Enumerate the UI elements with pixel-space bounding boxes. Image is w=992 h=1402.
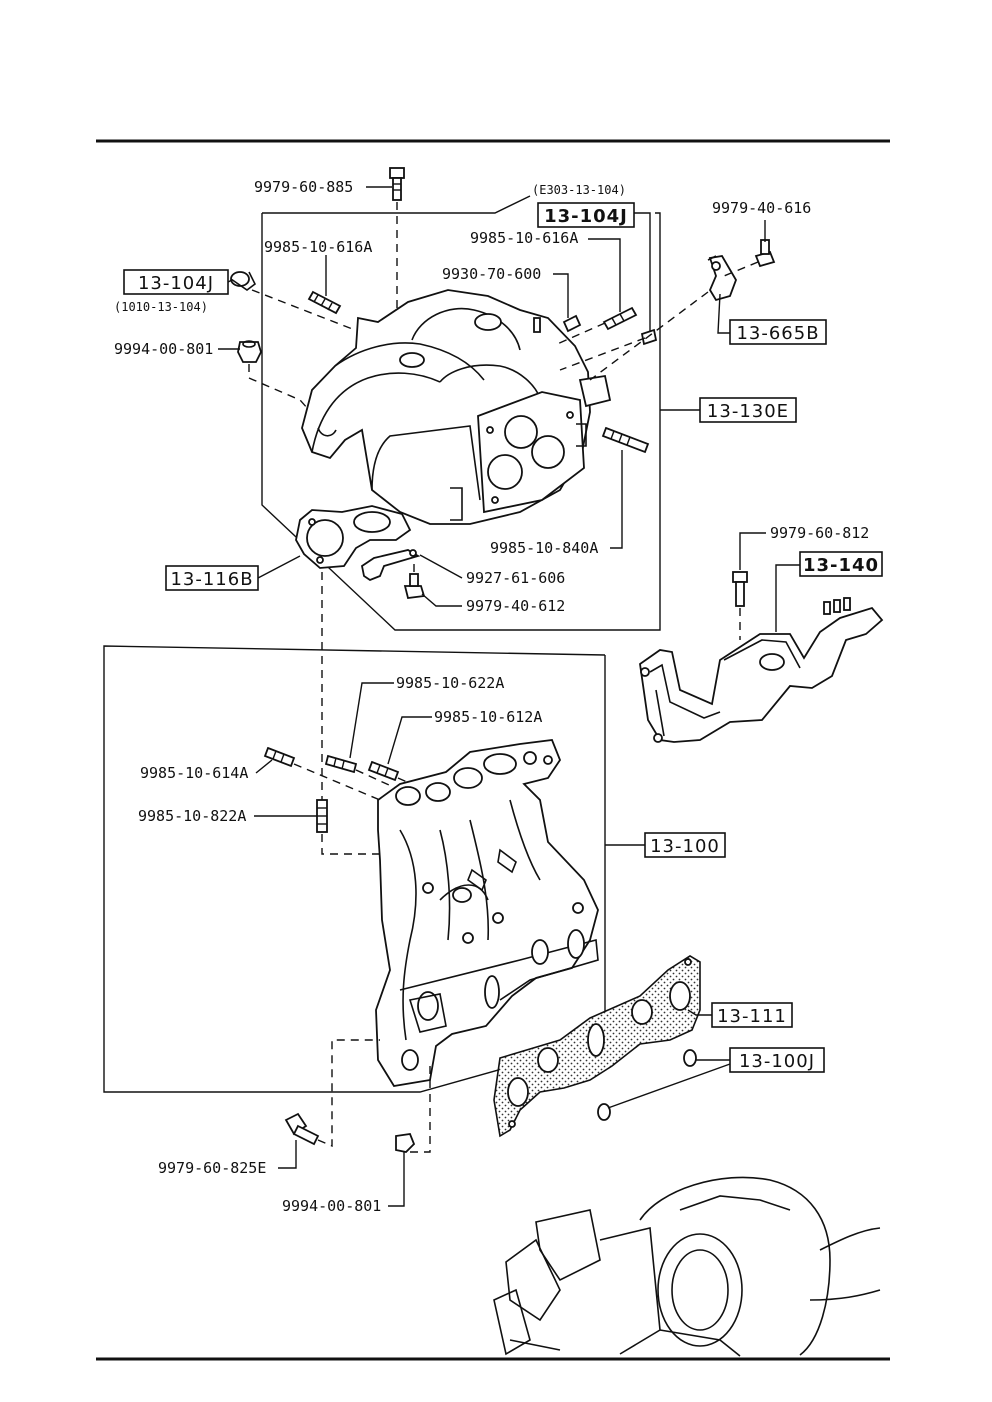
upper-group-bracket xyxy=(261,212,661,631)
callout-13-140: 13-140 xyxy=(803,555,879,576)
part-9994-00-801-bottom: 9994-00-801 xyxy=(282,1197,381,1215)
dash-guide xyxy=(248,364,319,421)
o-ring-13-100J-upper-icon xyxy=(683,1049,697,1067)
leader xyxy=(588,238,621,312)
callout-13-130E: 13-130E xyxy=(707,401,789,422)
nut-9994-00-801-icon xyxy=(237,340,262,363)
leader xyxy=(553,273,569,318)
callout-1010-13-104: (1010-13-104) xyxy=(114,300,208,314)
part-9985-10-622A: 9985-10-622A xyxy=(396,674,504,692)
dash-guide xyxy=(554,322,606,346)
engine-block-partial-view xyxy=(493,1176,881,1357)
leader xyxy=(775,564,800,632)
part-9994-00-801-top: 9994-00-801 xyxy=(114,340,213,358)
stud-9985-10-612A-icon xyxy=(367,760,400,782)
leader xyxy=(607,1063,731,1109)
dash-guide xyxy=(251,289,356,331)
leader xyxy=(278,1140,297,1169)
stud-9985-10-616A-left-icon xyxy=(307,290,342,315)
part-9979-60-885: 9979-60-885 xyxy=(254,178,353,196)
part-9979-40-616: 9979-40-616 xyxy=(712,199,811,217)
leader xyxy=(739,532,766,570)
collar-13-104J-icon xyxy=(230,271,257,291)
callout-box-13-100 xyxy=(644,832,726,858)
leader xyxy=(421,593,462,607)
gasket-13-111-icon xyxy=(493,955,701,1138)
gasket-13-116B-icon xyxy=(295,505,412,569)
part-9985-10-612A: 9985-10-612A xyxy=(434,708,542,726)
upper-group-top-line xyxy=(262,195,531,214)
leader xyxy=(227,279,233,283)
dash-guide xyxy=(321,834,390,855)
leader xyxy=(349,682,394,759)
bracket-13-140 xyxy=(639,597,884,743)
stud-9930-70-600-icon xyxy=(533,314,582,333)
leader xyxy=(687,1009,712,1016)
callout-box-13-104J-left xyxy=(123,269,229,295)
dash-guide xyxy=(317,1039,380,1148)
callout-box-13-116B xyxy=(165,565,259,591)
callout-13-116B: 13-116B xyxy=(170,569,253,590)
part-9927-61-606: 9927-61-606 xyxy=(466,569,565,587)
nut-9994-00-801-bottom-icon xyxy=(395,1133,416,1153)
collar-13-104J-right-icon xyxy=(640,328,658,346)
leader xyxy=(387,716,432,765)
callout-box-13-140 xyxy=(799,551,883,577)
stud-9985-10-840A-icon xyxy=(601,426,650,454)
upper-intake-manifold xyxy=(301,289,612,525)
callout-13-100J: 13-100J xyxy=(739,1051,815,1072)
stud-9985-10-614A-icon xyxy=(263,746,296,768)
dash-guide xyxy=(723,261,759,277)
part-9985-10-614A: 9985-10-614A xyxy=(140,764,248,782)
dash-guide xyxy=(589,291,709,381)
callout-box-13-104J-top xyxy=(537,202,635,228)
bracket-13-665B-icon xyxy=(707,255,737,302)
callout-box-13-111 xyxy=(711,1002,793,1028)
leader xyxy=(634,212,651,332)
part-9985-10-616A-left: 9985-10-616A xyxy=(264,238,372,256)
lower-group-bracket xyxy=(103,645,606,1093)
callout-box-13-130E xyxy=(699,397,797,423)
leader xyxy=(255,759,273,774)
stud-9985-10-822A-icon xyxy=(316,799,328,833)
leader xyxy=(388,1152,405,1207)
bolt-9979-60-825E-icon xyxy=(284,1112,320,1146)
dash-guide xyxy=(293,763,381,801)
part-9979-60-812: 9979-60-812 xyxy=(770,524,869,542)
part-9930-70-600: 9930-70-600 xyxy=(442,265,541,283)
part-9985-10-616A-right: 9985-10-616A xyxy=(470,229,578,247)
part-9979-40-612: 9979-40-612 xyxy=(466,597,565,615)
bolt-9979-40-612-icon xyxy=(403,573,426,599)
callout-box-13-665B xyxy=(729,319,827,345)
lower-intake-manifold xyxy=(375,739,599,1087)
bolt-9979-40-616-icon xyxy=(754,239,776,268)
bolt-9979-60-812-icon xyxy=(732,571,748,607)
callout-13-104J-left: 13-104J xyxy=(138,273,214,294)
o-ring-13-100J-lower-icon xyxy=(597,1103,611,1121)
part-9985-10-822A: 9985-10-822A xyxy=(138,807,246,825)
bracket-9927-61-606-icon xyxy=(360,549,421,582)
callout-13-111: 13-111 xyxy=(717,1006,787,1027)
callout-E303-13-104: (E303-13-104) xyxy=(532,183,626,197)
dash-guide xyxy=(559,337,646,371)
leader xyxy=(419,554,463,579)
leader xyxy=(717,293,730,334)
leader xyxy=(610,450,623,549)
dash-guide xyxy=(410,1060,431,1153)
callout-13-100: 13-100 xyxy=(650,836,720,857)
callout-13-665B: 13-665B xyxy=(736,323,819,344)
part-9985-10-840A: 9985-10-840A xyxy=(490,539,598,557)
part-9979-60-825E: 9979-60-825E xyxy=(158,1159,266,1177)
callout-13-104J-top: 13-104J xyxy=(544,206,628,227)
callout-box-13-100J xyxy=(729,1047,825,1073)
leader xyxy=(257,555,301,579)
stud-9985-10-622A-icon xyxy=(324,754,358,774)
stud-9985-10-616A-right-icon xyxy=(602,306,638,331)
bolt-9979-60-885-icon xyxy=(389,167,405,201)
